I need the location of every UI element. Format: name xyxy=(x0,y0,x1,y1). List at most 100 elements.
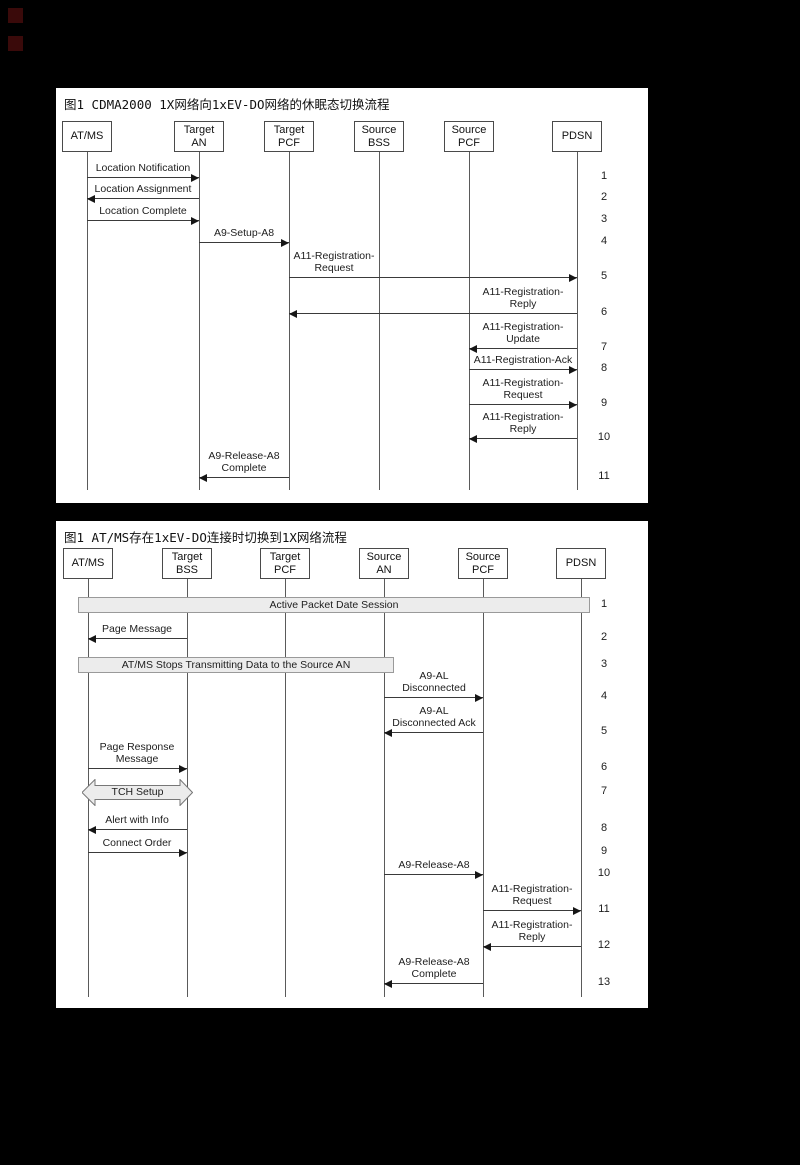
arrowhead-right xyxy=(573,907,581,915)
message-label: Location Complete xyxy=(97,205,189,217)
decor-square-top xyxy=(8,8,23,23)
lifeline-atms xyxy=(86,152,88,490)
message-arrow-line xyxy=(469,404,577,405)
message-label-line: Page Response xyxy=(97,741,177,753)
step-number: 8 xyxy=(600,822,608,834)
message-label-line: A9-Release-A8 xyxy=(396,859,472,871)
arrowhead-right xyxy=(475,871,483,879)
figure1-title: 图1 CDMA2000 1X网络向1xEV-DO网络的休眠态切换流程 xyxy=(64,97,390,112)
decor-square-bottom xyxy=(8,36,23,51)
arrowhead-left xyxy=(469,435,477,443)
step-number: 3 xyxy=(600,213,608,225)
message-label: Location Notification xyxy=(93,162,193,174)
entity-label-line: PCF xyxy=(273,563,296,576)
entity-label-line: Source xyxy=(465,551,501,563)
entity-label: PDSN xyxy=(562,130,593,143)
message-label: A11-Registration-Reply xyxy=(489,919,575,943)
arrowhead-left xyxy=(384,980,392,988)
message-arrow-line xyxy=(384,697,483,698)
message-label: A9-Setup-A8 xyxy=(211,227,277,239)
entity-box-pdsn: PDSN xyxy=(556,548,606,579)
message-label-line: A9-AL xyxy=(400,670,468,682)
step-number: 4 xyxy=(600,690,608,702)
message-arrow-line xyxy=(87,220,199,221)
session-bar: AT/MS Stops Transmitting Data to the Sou… xyxy=(78,657,394,673)
entity-label-line: PCF xyxy=(471,563,494,576)
message-label-line: A9-Release-A8 xyxy=(206,450,282,462)
message-label-line: A9-AL xyxy=(390,705,478,717)
message-label-line: Location Assignment xyxy=(92,183,194,195)
message-label-line: A11-Registration-Ack xyxy=(471,354,575,366)
message-label-line: A11-Registration- xyxy=(489,883,575,895)
arrowhead-left xyxy=(469,345,477,353)
message-label-line: Reply xyxy=(480,298,566,310)
entity-label: AT/MS xyxy=(72,557,105,570)
message-label: A11-Registration-Update xyxy=(480,321,566,345)
message-label-line: Request xyxy=(291,262,377,274)
message-arrow-line xyxy=(87,177,199,178)
message-label: A11-Registration-Request xyxy=(489,883,575,907)
figure1-panel: 图1 CDMA2000 1X网络向1xEV-DO网络的休眠态切换流程 AT/MS… xyxy=(56,88,648,503)
entity-label-line: PDSN xyxy=(565,557,597,570)
step-number: 9 xyxy=(600,397,608,409)
message-label-line: Request xyxy=(480,389,566,401)
message-arrow-line xyxy=(87,198,199,199)
message-label-line: Connect Order xyxy=(100,837,174,849)
step-number: 13 xyxy=(597,976,611,988)
step-number: 1 xyxy=(600,170,608,182)
entity-label-line: Source xyxy=(366,551,402,563)
message-arrow-line xyxy=(469,348,577,349)
figure2-title: 图1 AT/MS存在1xEV-DO连接时切换到1X网络流程 xyxy=(64,530,347,545)
message-label-line: Page Message xyxy=(99,623,175,635)
step-number: 6 xyxy=(600,761,608,773)
message-label-line: Message xyxy=(97,753,177,765)
message-label-line: A11-Registration- xyxy=(291,250,377,262)
figure2-panel: 图1 AT/MS存在1xEV-DO连接时切换到1X网络流程 AT/MS Targe… xyxy=(56,521,648,1008)
message-label-line: Location Complete xyxy=(97,205,189,217)
message-label: A9-Release-A8 xyxy=(396,859,472,871)
entity-label-line: AT/MS xyxy=(70,130,104,143)
message-label-line: A9-Release-A8 xyxy=(396,956,472,968)
entity-box-atms: AT/MS xyxy=(63,548,113,579)
step-number: 10 xyxy=(597,431,611,443)
tch-setup-banner xyxy=(82,778,193,806)
step-number: 6 xyxy=(600,306,608,318)
message-label-line: Reply xyxy=(489,931,575,943)
arrowhead-right xyxy=(191,217,199,225)
message-label-line: A11-Registration- xyxy=(480,377,566,389)
entity-label-line: Target xyxy=(183,124,215,136)
lifeline-target-pcf xyxy=(284,579,286,997)
message-arrow-line xyxy=(199,242,289,243)
message-label-line: A11-Registration- xyxy=(480,411,566,423)
message-label-line: Update xyxy=(480,333,566,345)
step-number: 10 xyxy=(597,867,611,879)
arrowhead-right xyxy=(179,849,187,857)
entity-label-line: AN xyxy=(376,563,392,576)
message-arrow-line xyxy=(384,732,483,733)
step-number: 3 xyxy=(600,658,608,670)
message-label: Alert with Info xyxy=(103,814,171,826)
message-label: A11-Registration-Request xyxy=(291,250,377,274)
entity-label-line: BSS xyxy=(367,136,390,149)
lifeline-source-bss xyxy=(378,152,380,490)
step-number: 2 xyxy=(600,191,608,203)
message-label-line: A9-Setup-A8 xyxy=(211,227,277,239)
entity-label-line: Target xyxy=(171,551,203,563)
entity-label-line: Target xyxy=(273,124,305,136)
arrowhead-right xyxy=(569,366,577,374)
entity-label-line: BSS xyxy=(175,563,198,576)
message-label-line: Request xyxy=(489,895,575,907)
message-arrow-line xyxy=(384,874,483,875)
message-label: A11-Registration-Ack xyxy=(471,354,575,366)
message-arrow-line xyxy=(483,910,581,911)
entity-label-line: Source xyxy=(451,124,487,136)
